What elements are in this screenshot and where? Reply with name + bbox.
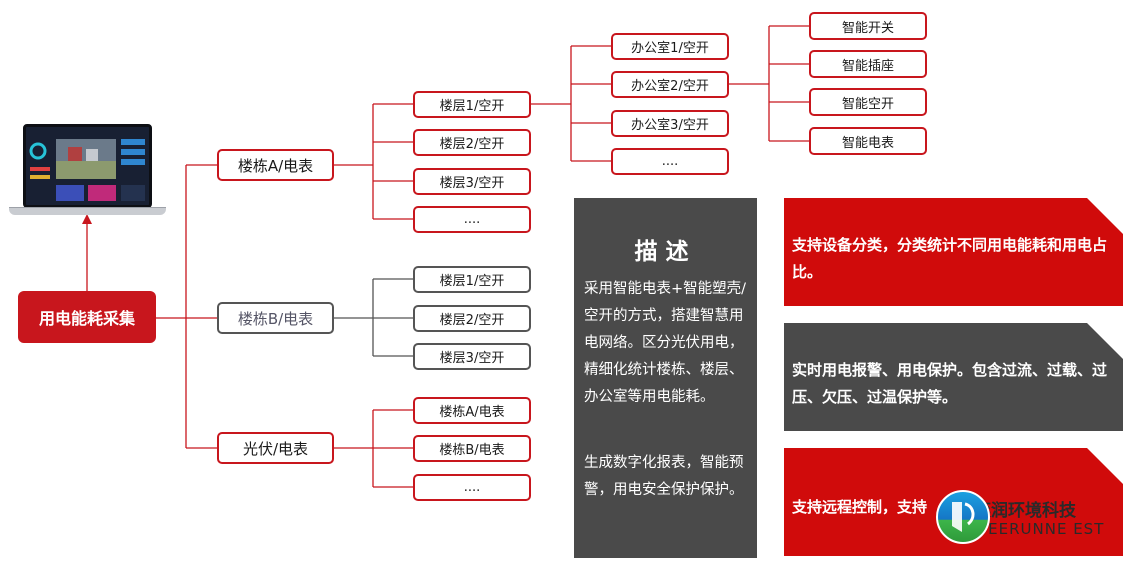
node-b-floor-2: 楼层2/空开 bbox=[413, 305, 531, 332]
node-pv-building-b: 楼栋B/电表 bbox=[413, 435, 531, 462]
dashboard-laptop-screen bbox=[23, 124, 152, 208]
node-office-3: 办公室3/空开 bbox=[611, 110, 729, 137]
node-a-floor-more: .... bbox=[413, 206, 531, 233]
feature-card-alarm: 实时用电报警、用电保护。包含过流、过载、过压、欠压、过温保护等。 bbox=[784, 323, 1123, 431]
node-smart-switch: 智能开关 bbox=[809, 12, 927, 40]
node-building-b: 楼栋B/电表 bbox=[217, 302, 334, 334]
description-paragraph-2: 生成数字化报表，智能预警，用电安全保护保护。 bbox=[584, 455, 744, 498]
node-smart-meter: 智能电表 bbox=[809, 127, 927, 155]
logo-emblem-icon bbox=[936, 490, 990, 544]
node-smart-socket: 智能插座 bbox=[809, 50, 927, 78]
feature-text-2: 实时用电报警、用电保护。包含过流、过载、过压、欠压、过温保护等。 bbox=[792, 361, 1108, 406]
node-pv-building-a: 楼栋A/电表 bbox=[413, 397, 531, 424]
description-title: 描述 bbox=[634, 239, 697, 265]
root-energy-collection: 用电能耗采集 bbox=[18, 291, 156, 343]
company-logo: 奕润环境科技 YEERUNNE EST bbox=[936, 490, 1144, 548]
logo-text-en: YEERUNNE EST bbox=[978, 520, 1105, 538]
node-office-2: 办公室2/空开 bbox=[611, 71, 729, 98]
laptop-base bbox=[9, 207, 166, 215]
node-office-more: .... bbox=[611, 148, 729, 175]
node-pv: 光伏/电表 bbox=[217, 432, 334, 464]
node-a-floor-1: 楼层1/空开 bbox=[413, 91, 531, 118]
node-b-floor-1: 楼层1/空开 bbox=[413, 266, 531, 293]
node-smart-breaker: 智能空开 bbox=[809, 88, 927, 116]
node-a-floor-3: 楼层3/空开 bbox=[413, 168, 531, 195]
dashboard-thumbnail bbox=[26, 127, 149, 205]
feature-text-1: 支持设备分类，分类统计不同用电能耗和用电占比。 bbox=[792, 236, 1108, 281]
node-b-floor-3: 楼层3/空开 bbox=[413, 343, 531, 370]
node-building-a: 楼栋A/电表 bbox=[217, 149, 334, 181]
node-a-floor-2: 楼层2/空开 bbox=[413, 129, 531, 156]
node-office-1: 办公室1/空开 bbox=[611, 33, 729, 60]
feature-text-3: 支持远程控制，支持 bbox=[792, 498, 928, 516]
node-pv-more: .... bbox=[413, 474, 531, 501]
description-panel: 描述 采用智能电表+智能塑壳/空开的方式，搭建智慧用电网络。区分光伏用电，精细化… bbox=[574, 198, 757, 558]
description-paragraph-1: 采用智能电表+智能塑壳/空开的方式，搭建智慧用电网络。区分光伏用电，精细化统计楼… bbox=[584, 281, 747, 405]
logo-text-cn: 奕润环境科技 bbox=[974, 501, 1076, 521]
feature-card-classification: 支持设备分类，分类统计不同用电能耗和用电占比。 bbox=[784, 198, 1123, 306]
